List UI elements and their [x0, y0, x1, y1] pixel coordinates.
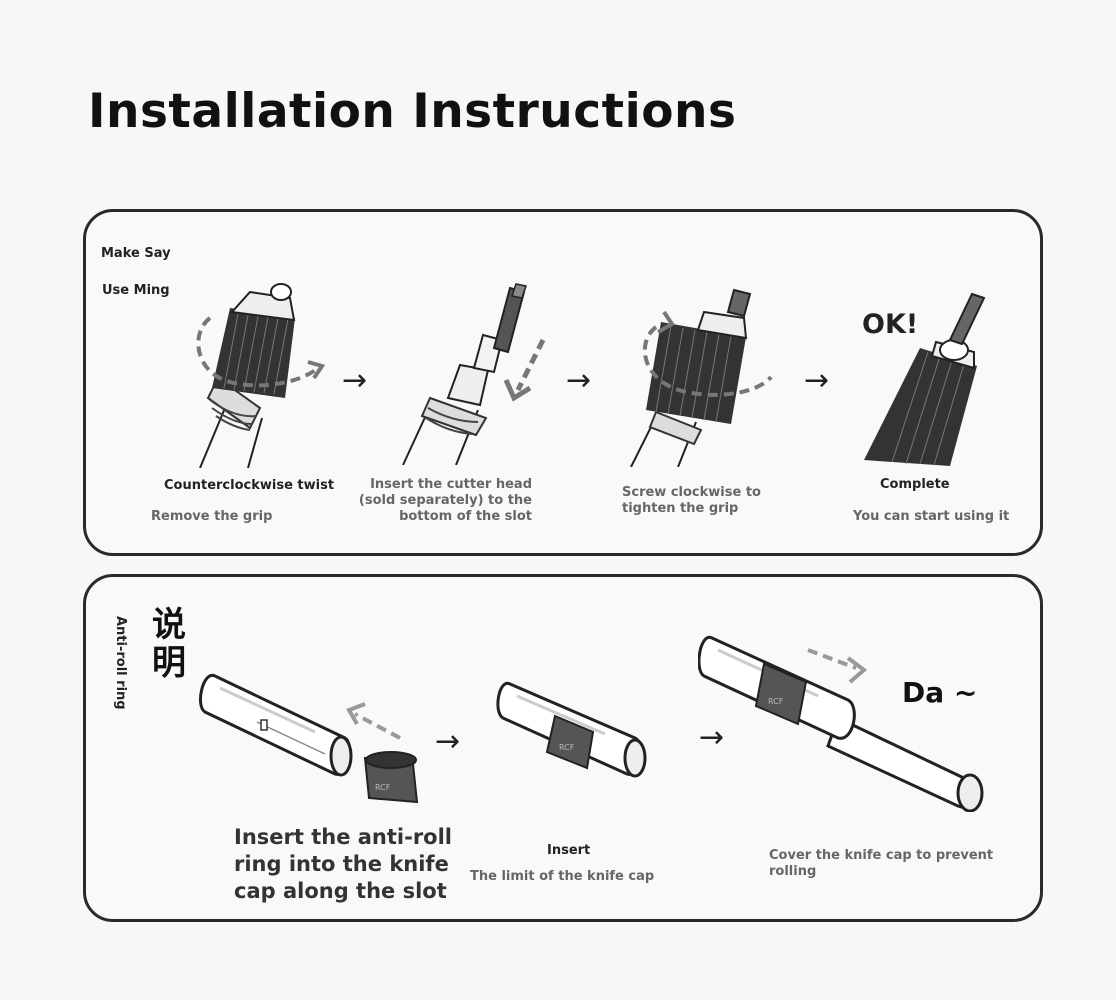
- step-arrow-1: →: [342, 366, 367, 396]
- side-label-use-ming: Use Ming: [102, 283, 170, 298]
- svg-text:RCF: RCF: [768, 697, 784, 706]
- step4-subtitle: You can start using it: [853, 509, 1009, 525]
- step3-title: Screw clockwise to tighten the grip: [622, 485, 762, 517]
- complete-illustration: [862, 288, 997, 468]
- step-arrow-4: →: [435, 727, 460, 757]
- insert-limit-illustration: RCF: [495, 676, 660, 791]
- chinese-label: 说明: [152, 606, 190, 682]
- tighten-grip-illustration: [626, 282, 776, 467]
- stepC-title: Cover the knife cap to prevent rolling: [769, 848, 999, 880]
- insert-arrow-icon: [506, 340, 543, 398]
- step-arrow-2: →: [566, 366, 591, 396]
- step2-title: Insert the cutter head (sold separately)…: [332, 477, 532, 525]
- step4-title: Complete: [880, 477, 950, 493]
- da-exclamation: Da ~: [902, 676, 977, 709]
- stepB-subtitle: The limit of the knife cap: [470, 869, 654, 885]
- anti-roll-side-label: Anti-roll ring: [113, 616, 128, 710]
- slide-arrow-icon: [349, 704, 400, 738]
- page-title: Installation Instructions: [88, 84, 736, 139]
- insert-cutter-illustration: [398, 280, 558, 465]
- svg-text:RCF: RCF: [375, 783, 391, 792]
- anti-roll-ring-illustration: RCF: [195, 668, 435, 818]
- step1-title: Counterclockwise twist: [164, 478, 334, 494]
- remove-grip-illustration: [190, 278, 335, 468]
- stepB-title: Insert: [547, 843, 590, 859]
- capped-knife-illustration: RCF: [698, 630, 993, 812]
- step1-subtitle: Remove the grip: [151, 509, 272, 525]
- stepA-title: Insert the anti-roll ring into the knife…: [234, 824, 474, 905]
- svg-text:RCF: RCF: [559, 743, 575, 752]
- slide-arrow-icon: [808, 650, 864, 682]
- step-arrow-3: →: [804, 366, 829, 396]
- side-label-make-say: Make Say: [101, 246, 171, 261]
